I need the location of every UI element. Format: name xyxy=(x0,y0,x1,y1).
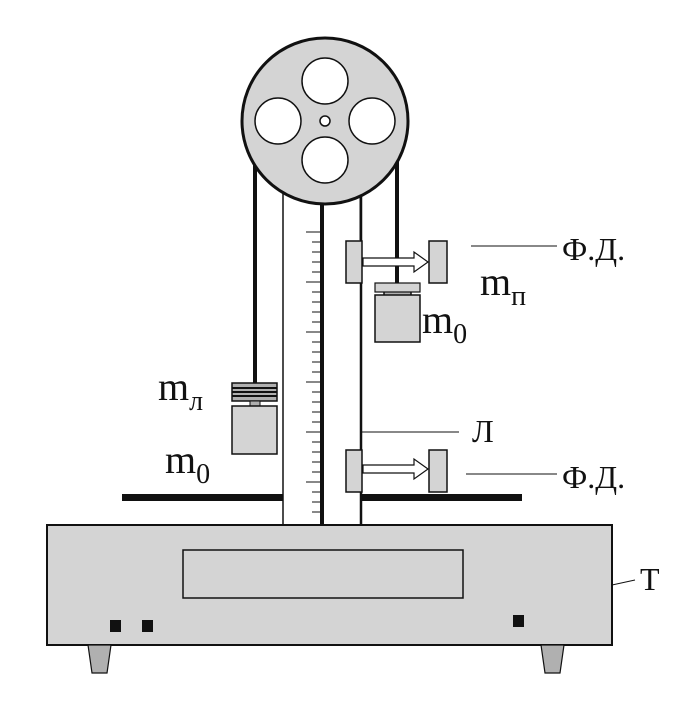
timer-unit xyxy=(46,524,613,674)
label-mass-left-m0-sub: 0 xyxy=(196,459,210,490)
label-mass-right-m0: m0 xyxy=(422,297,467,350)
label-mass-left-m0-base: m xyxy=(165,437,196,482)
label-mass-left-sub: л xyxy=(189,386,203,417)
label-mass-left: mл xyxy=(158,364,203,417)
photodetector-lower-receiver xyxy=(428,449,448,493)
scale-column-center-bar xyxy=(320,188,324,525)
label-mass-right: mп xyxy=(480,259,526,312)
left-weight-body xyxy=(231,405,278,455)
pulley-hole-left xyxy=(254,97,302,145)
label-fd-lower: Ф.Д. xyxy=(562,459,625,495)
label-mass-left-base: m xyxy=(158,364,189,409)
right-weight-neck xyxy=(374,282,421,293)
ruler-ticks xyxy=(306,231,320,513)
label-mass-right-m0-base: m xyxy=(422,297,453,342)
label-ruler: Л xyxy=(472,413,494,449)
label-mass-right-base: m xyxy=(480,259,511,304)
table-shelf-right xyxy=(360,494,522,501)
right-weight xyxy=(374,282,421,343)
pulley xyxy=(240,36,410,206)
photodetector-lower xyxy=(345,449,448,493)
photodetector-lower-beam xyxy=(362,457,430,481)
label-mass-left-m0: m0 xyxy=(165,437,210,490)
photodetector-upper-beam xyxy=(362,250,430,274)
table-shelf-left xyxy=(122,494,287,501)
label-fd-upper: Ф.Д. xyxy=(562,231,625,267)
pulley-hole-bottom xyxy=(301,136,349,184)
label-timer: Т xyxy=(640,561,660,597)
photodetector-upper xyxy=(345,240,448,284)
photodetector-lower-emitter xyxy=(345,449,363,493)
label-mass-right-sub: п xyxy=(511,281,526,312)
timer-foot-left xyxy=(87,644,112,674)
pulley-hole-top xyxy=(301,57,349,105)
timer-button-3[interactable] xyxy=(513,615,524,627)
timer-button-2[interactable] xyxy=(142,620,153,632)
timer-foot-right xyxy=(540,644,565,674)
pulley-hole-right xyxy=(348,97,396,145)
photodetector-upper-receiver xyxy=(428,240,448,284)
pulley-axle xyxy=(319,115,331,127)
photodetector-upper-emitter xyxy=(345,240,363,284)
left-weight xyxy=(231,382,278,455)
leader-timer xyxy=(611,579,636,586)
right-weight-body xyxy=(374,294,421,343)
timer-button-1[interactable] xyxy=(110,620,121,632)
label-mass-right-m0-sub: 0 xyxy=(453,319,467,350)
timer-display xyxy=(182,549,464,599)
